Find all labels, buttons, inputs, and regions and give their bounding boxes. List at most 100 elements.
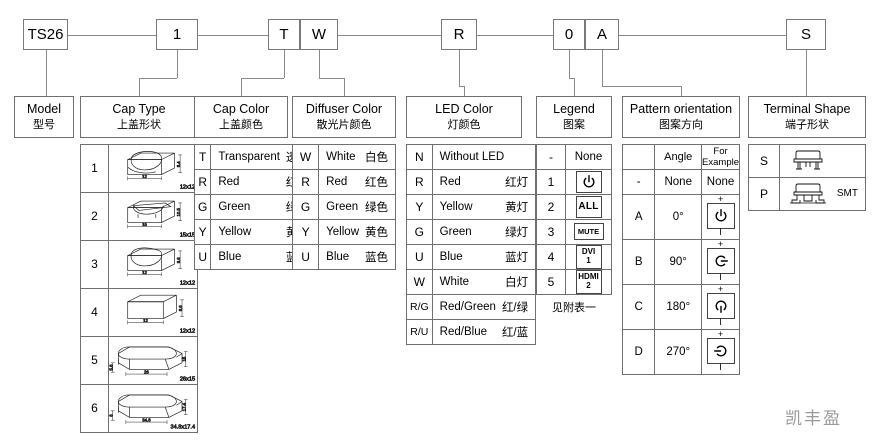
column-legend-title-en: Legend (553, 102, 595, 116)
orientation-example: +I (706, 238, 735, 281)
column-cap-type-title-cn: 上盖形状 (117, 119, 161, 132)
power-icon (583, 174, 594, 188)
svg-text:6: 6 (109, 413, 114, 416)
part-code-cap-color[interactable]: T (268, 19, 300, 50)
legend-icon-cell: None (565, 143, 612, 170)
connector-drop (681, 86, 682, 96)
row-angle: 90° (654, 238, 703, 285)
column-model: Model 型号 (14, 96, 74, 138)
column-model-title-en: Model (26, 102, 62, 116)
row-label-cn: 红/绿 (501, 301, 529, 314)
polarity-minus: I (719, 226, 722, 237)
column-cap-color-title-cn: 上盖颜色 (219, 119, 263, 132)
polarity-minus: I (719, 316, 722, 327)
row-code: Y (291, 218, 320, 245)
table-row: S (748, 143, 867, 178)
row-example: +I (701, 193, 740, 240)
row-label-en: Red (326, 175, 348, 188)
part-code-cap-type[interactable]: 1 (156, 19, 198, 50)
row-example: +I (701, 328, 740, 375)
power-icon (715, 255, 728, 267)
row-angle: 0° (654, 193, 703, 240)
svg-text:26: 26 (144, 369, 149, 374)
connector-drop (574, 78, 575, 96)
connector-drop (464, 86, 465, 96)
connector-drop (344, 78, 345, 96)
cap-size-label: 15x15 (180, 232, 195, 238)
part-code-diffuser-color[interactable]: W (300, 19, 338, 50)
polarity-plus: + (717, 238, 724, 249)
row-label-cn: 蓝灯 (505, 251, 529, 264)
row-code: R (406, 168, 433, 195)
column-cap-type-title-en: Cap Type (112, 102, 166, 116)
connector-drop (806, 50, 807, 96)
svg-text:12: 12 (142, 174, 147, 179)
row-label-en: Red/Blue (439, 325, 487, 338)
terminal-drawing-through-hole (793, 150, 823, 170)
terminal-note: SMT (836, 188, 858, 200)
column-led-color-header: LED Color 灯颜色 (406, 96, 522, 138)
svg-text:12: 12 (142, 270, 147, 275)
pattern-subheader-angle: Angle (654, 143, 703, 170)
connector-drop (319, 50, 320, 78)
part-code-label: 0 (564, 26, 574, 43)
svg-text:17.4: 17.4 (182, 402, 187, 411)
column-legend-title-cn: 图案 (563, 119, 585, 132)
connector-elbow (459, 86, 464, 87)
column-model-title-cn: 型号 (33, 119, 55, 132)
part-code-led-color[interactable]: R (441, 19, 477, 50)
svg-text:9.6: 9.6 (176, 256, 181, 263)
orientation-example: +I (706, 284, 735, 327)
row-label-cn: 绿色 (365, 201, 388, 214)
row-code: - (536, 143, 566, 170)
row-label: Without LED (431, 143, 537, 170)
row-code: A (621, 193, 656, 240)
connector-drop (602, 50, 603, 86)
svg-text:15: 15 (142, 222, 147, 227)
part-code-pattern-orientation[interactable]: A (585, 19, 619, 50)
legend-text-box: ALL (575, 195, 602, 218)
row-label-en: Yellow (326, 225, 359, 238)
connector-elbow (241, 78, 284, 79)
column-pattern-orientation-title-cn: 图案方向 (659, 119, 703, 132)
part-code-legend[interactable]: 0 (553, 19, 585, 50)
connector-elbow (319, 78, 344, 79)
row-label-cn: 白灯 (505, 276, 529, 289)
row-label-en: Red (439, 175, 461, 188)
part-code-model[interactable]: TS26 (23, 19, 68, 50)
row-label-en: Green (218, 200, 251, 213)
row-label-cn: 红灯 (505, 176, 529, 189)
orientation-icon-box (706, 247, 735, 274)
row-code: 3 (79, 239, 110, 289)
part-code-terminal-shape[interactable]: S (786, 19, 826, 50)
row-code: D (621, 328, 656, 375)
column-terminal-shape-title-en: Terminal Shape (763, 102, 851, 116)
